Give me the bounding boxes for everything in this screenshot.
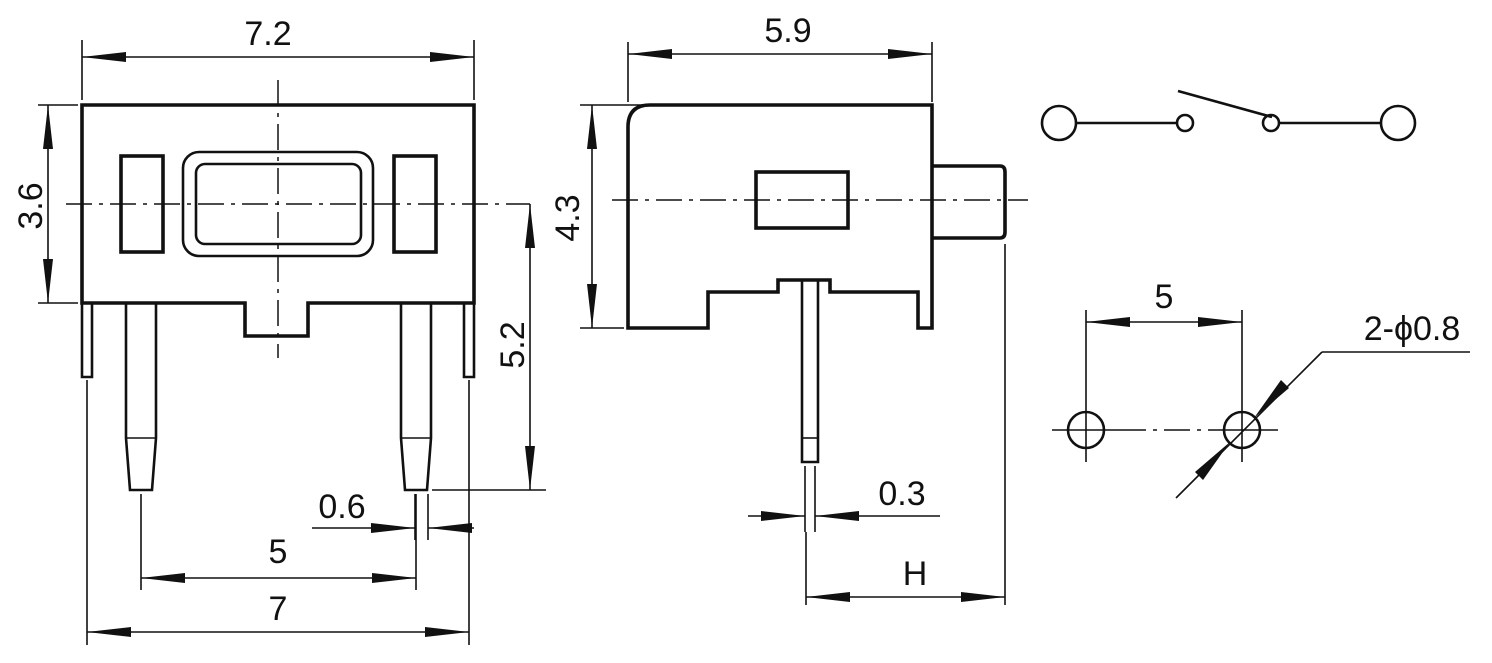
side-body-outline [626, 103, 934, 330]
schematic-terminal-left [1040, 104, 1078, 142]
dim-h-arrow-left [806, 592, 850, 602]
dim-7-label: 7 [269, 590, 288, 628]
front-right-side-pin [462, 303, 476, 379]
dim-5-2-label: 5.2 [494, 321, 532, 368]
dim-5-2-arrow-bottom [525, 446, 535, 490]
dim-5-label: 5 [269, 533, 288, 571]
schematic-terminal-right [1379, 104, 1417, 142]
side-terminal [800, 280, 820, 464]
hole-callout-label: 2-ϕ0.8 [1364, 310, 1461, 348]
dim-4-3-label: 4.3 [549, 194, 587, 241]
dim-5-arrow-right [372, 573, 416, 583]
dim-5-9-arrow-right [888, 49, 932, 59]
dim-0-6-arrow-right [428, 523, 472, 533]
switch-schematic-symbol [1040, 89, 1417, 142]
side-view: 5.9 4.3 0.3 H [549, 12, 1028, 605]
dim-4-3-arrow-bottom [587, 284, 597, 328]
schematic-switch-blade [1177, 89, 1273, 119]
front-left-lead [124, 303, 158, 492]
side-actuator [932, 164, 1007, 240]
front-view: 7.2 3.6 5.2 0.6 5 7 [12, 15, 546, 645]
dim-4-3-arrow-top [587, 105, 597, 149]
dim-7-arrow-left [87, 627, 131, 637]
front-body-outline [80, 103, 476, 338]
dim-0-6-label: 0.6 [318, 488, 365, 526]
dim-pcb-5-arrow-right [1198, 317, 1242, 327]
dim-0-3-arrow-left [761, 511, 805, 521]
dim-pcb-5-label: 5 [1155, 278, 1174, 316]
schematic-contact-left [1175, 113, 1195, 133]
pcb-hole-layout: 5 2-ϕ0.8 [1052, 278, 1470, 499]
hole-callout-leader [1175, 351, 1323, 499]
dim-h-arrow-right [961, 592, 1005, 602]
dim-5-arrow-left [141, 573, 185, 583]
dim-0-3-label: 0.3 [878, 475, 925, 513]
dim-h-label: H [903, 555, 928, 593]
dim-7-arrow-right [425, 627, 469, 637]
dim-3-6-arrow-top [43, 105, 53, 149]
hole-callout-arrow-bottom [1195, 442, 1230, 480]
dim-5-2-arrow-top [525, 204, 535, 248]
front-actuator-window-inner [194, 162, 363, 246]
dim-7-2-label: 7.2 [244, 15, 291, 53]
hole-callout-arrow-top [1254, 380, 1289, 418]
front-right-lead [399, 303, 433, 492]
dim-7-2-arrow-right [430, 52, 474, 62]
dim-0-6-arrow-left [371, 523, 415, 533]
dim-3-6-label: 3.6 [12, 182, 50, 229]
dim-0-3-arrow-right [815, 511, 859, 521]
dim-pcb-5-arrow-left [1086, 317, 1130, 327]
front-left-side-pin [80, 303, 94, 379]
dim-7-2-arrow-left [82, 52, 126, 62]
dim-5-9-arrow-left [628, 49, 672, 59]
dim-3-6-arrow-bottom [43, 259, 53, 303]
dim-5-9-label: 5.9 [764, 12, 811, 50]
